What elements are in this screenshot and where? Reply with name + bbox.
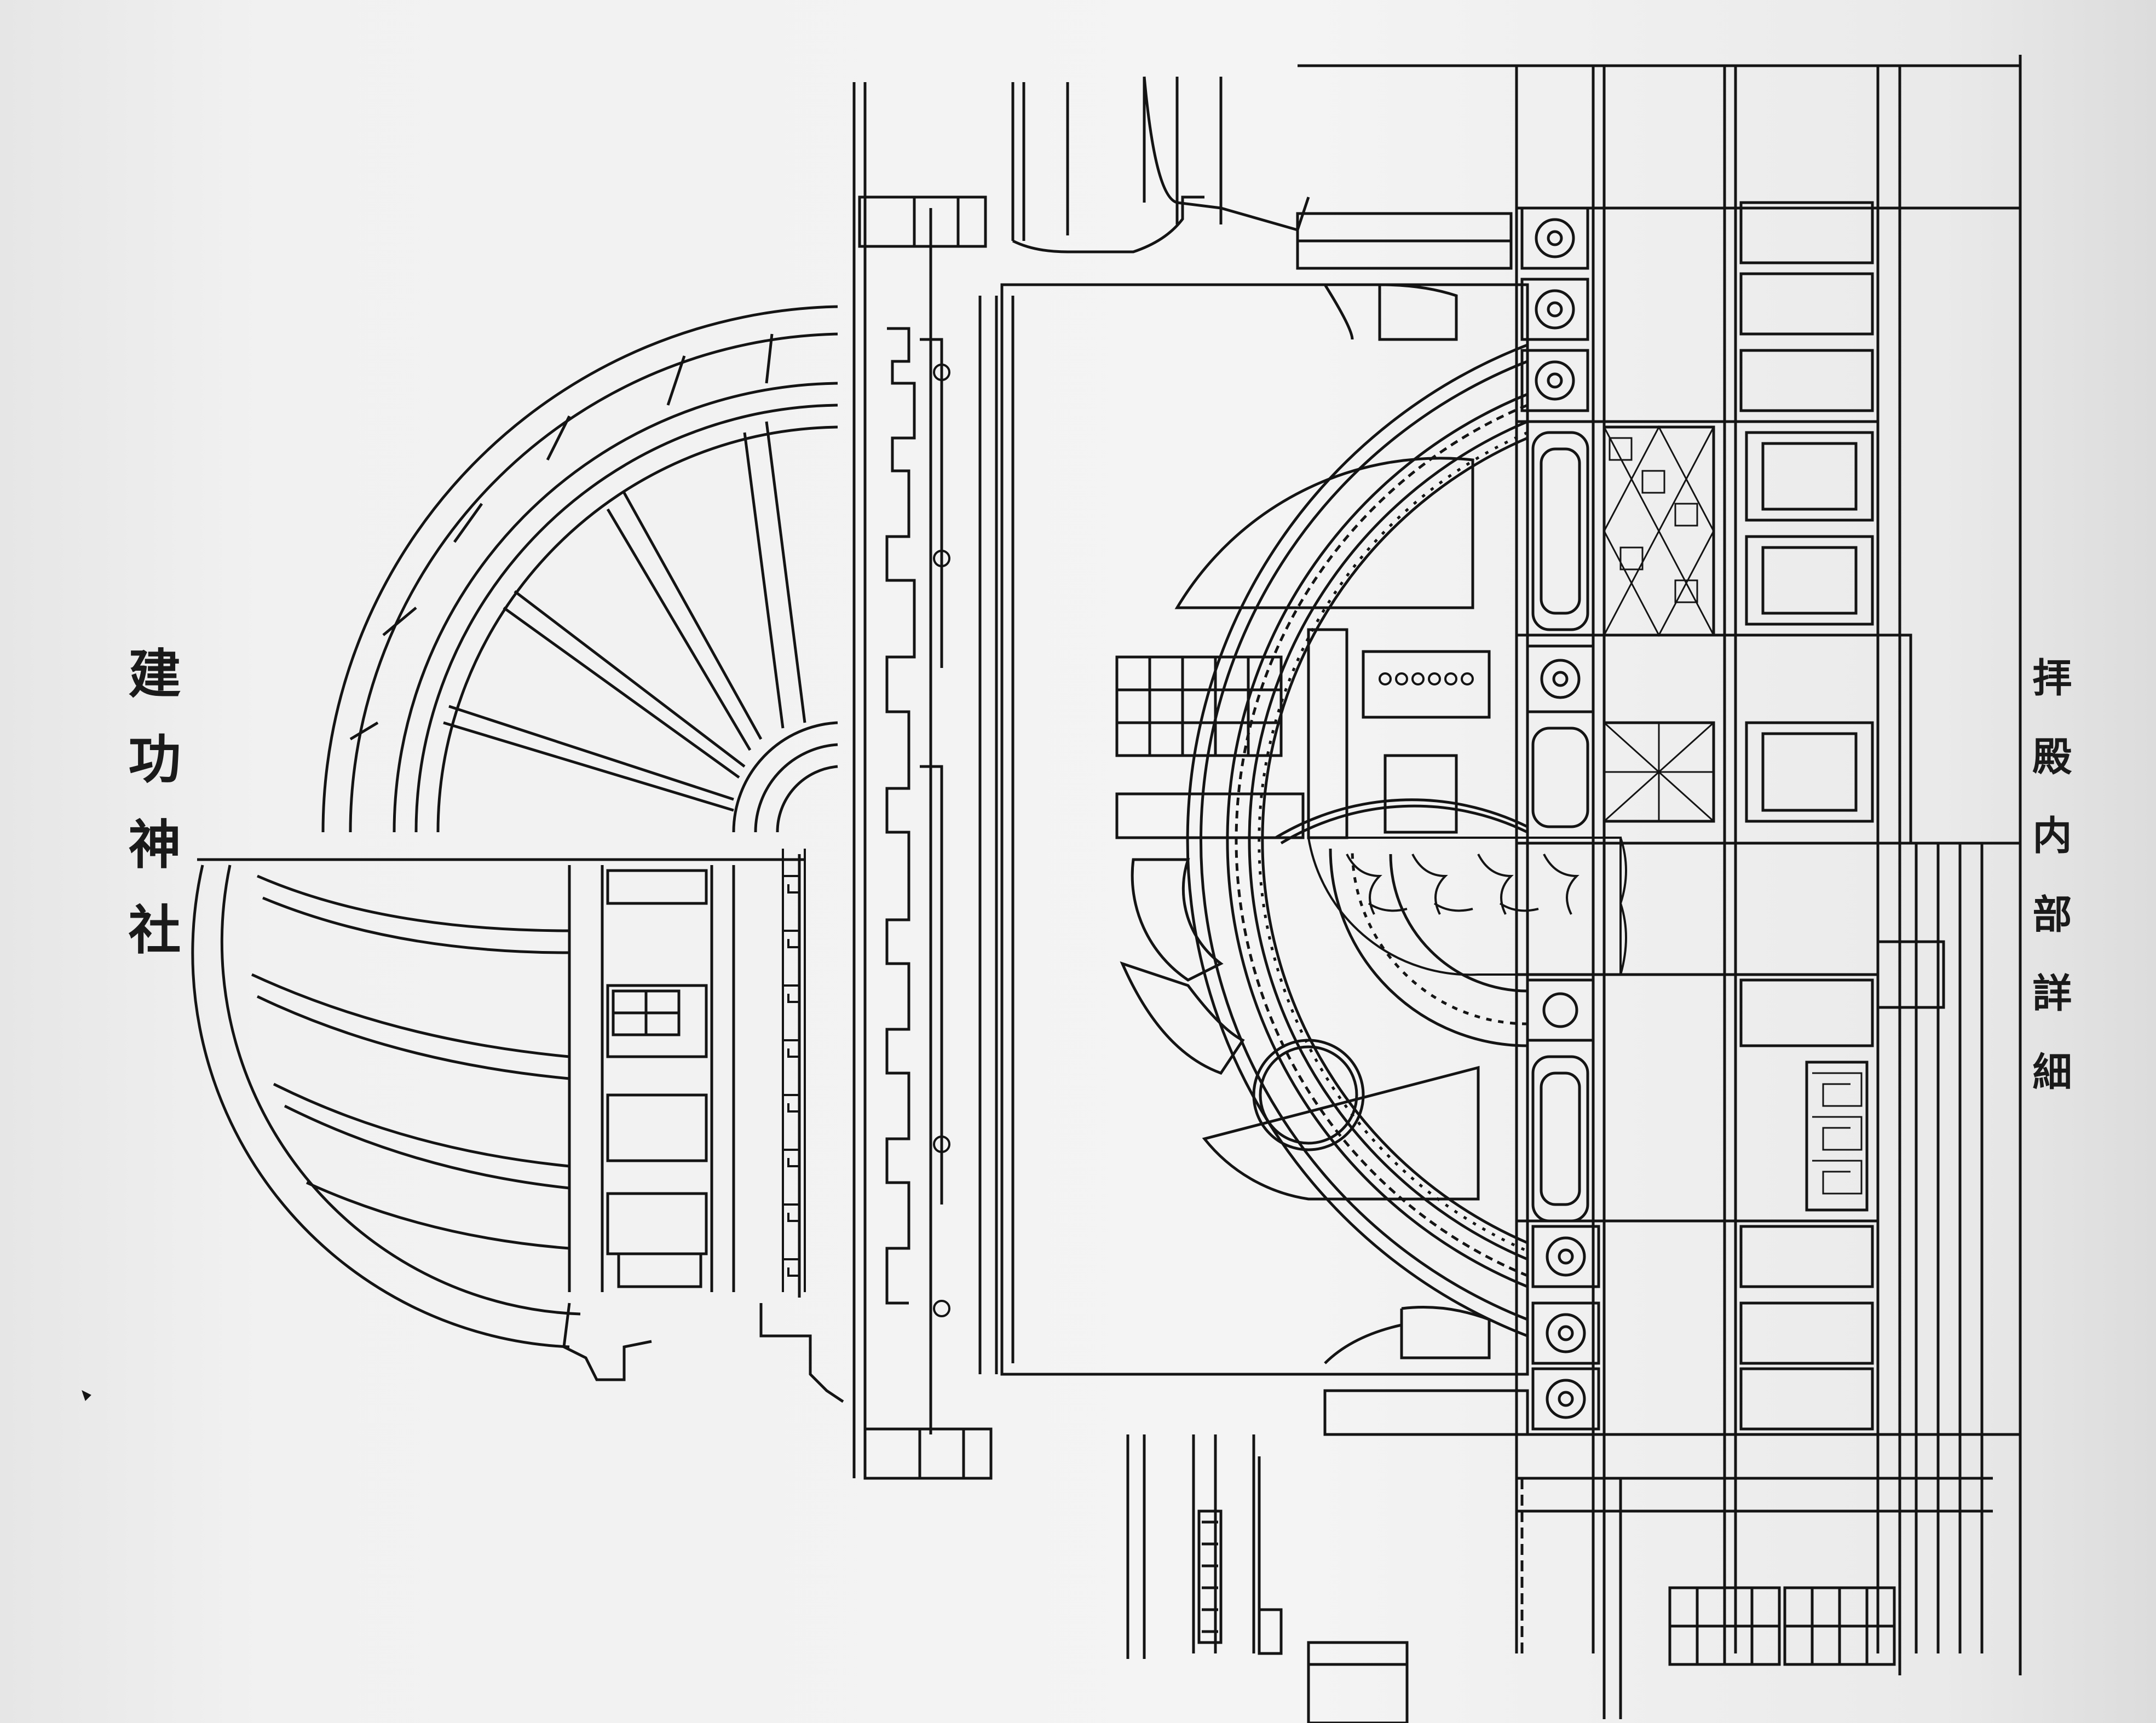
- ceiling-coffers: [1515, 55, 2022, 1675]
- curtain-drapery: [1307, 837, 1627, 976]
- cornice-strip: [852, 82, 998, 1480]
- drawing-caption-title: 拝殿内部詳細: [2026, 657, 2072, 1130]
- bracket-scrolls: [933, 364, 950, 1317]
- dome-plan-upper: [321, 305, 838, 833]
- upper-cornice: [1011, 77, 1513, 270]
- corner-mark: [82, 1390, 91, 1401]
- central-arch-panel: [1000, 283, 1529, 1376]
- fret-band-left: [782, 849, 806, 1292]
- dome-section-lower: [191, 854, 844, 1403]
- shrine-name-title: 建功神社: [119, 646, 181, 988]
- bottom-window-strip: [1517, 1477, 1993, 1719]
- top-edge-profile: [1143, 64, 2020, 232]
- lower-cornice: [1126, 1389, 1529, 1723]
